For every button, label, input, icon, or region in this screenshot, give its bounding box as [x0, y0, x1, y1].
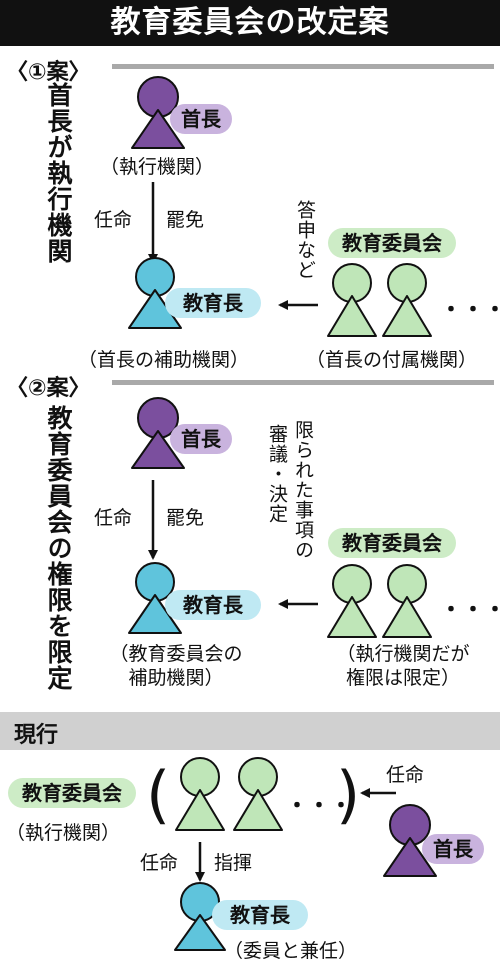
plan2-board-figure-1 [327, 564, 377, 638]
plan2-superintendent-sub-line1: （教育委員会の [109, 643, 243, 665]
current-mayor-appoint-label: 任命 [386, 764, 425, 786]
plan2-mayor-figure [131, 397, 185, 469]
plan2-ellipsis: ・・・ [440, 598, 500, 623]
plan2-board-figure-2 [382, 564, 432, 638]
plan2-dismiss-label: 罷免 [166, 507, 205, 529]
current-mayor-figure [383, 804, 437, 877]
plan2-board-sub: （執行機関だが 権限は限定） [318, 642, 488, 690]
plan1-board-label: 教育委員会 [328, 228, 456, 258]
plan1-ellipsis: ・・・ [440, 298, 500, 323]
plan1-superintendent-figure [128, 257, 182, 329]
plan2-relation-line1: 限られた事項の [292, 420, 314, 560]
current-paren-open: ( [146, 758, 171, 831]
current-mayor-label: 首長 [422, 834, 484, 864]
title-bar [0, 0, 500, 46]
current-direct-label: 指揮 [214, 852, 253, 874]
plan2-heading: 〈②案〉 [6, 376, 91, 401]
current-paren-close: ) [336, 758, 361, 831]
current-heading: 現行 [14, 723, 59, 748]
current-board-label: 教育委員会 [8, 778, 136, 808]
plan2-superintendent-figure [128, 562, 182, 634]
current-ellipsis: ・・・ [286, 794, 353, 819]
current-superintendent-sub: （委員と兼任） [224, 940, 358, 962]
current-superintendent-label: 教育長 [212, 900, 308, 930]
plan1-superintendent-label: 教育長 [165, 288, 261, 318]
plan1-board-figure-1 [327, 263, 377, 337]
plan1-side-label: 首長が執行機関 [44, 82, 73, 264]
plan1-relation-label: 答申など [294, 200, 316, 280]
current-board-sub: （執行機関） [6, 822, 121, 844]
current-board-figure-1 [175, 757, 225, 831]
plan2-side-label: 教育委員会の権限を限定 [44, 405, 73, 691]
plan2-relation-line2: 審議・決定 [266, 424, 288, 524]
plan2-mayor-label: 首長 [170, 424, 232, 454]
plan2-superintendent-label: 教育長 [165, 590, 261, 620]
page-title: 教育委員会の改定案 [110, 5, 390, 40]
plan2-superintendent-sub: （教育委員会の 補助機関） [92, 642, 260, 690]
plan2-board-sub-line2: 権限は限定） [345, 667, 460, 689]
plan1-mayor-sub: （執行機関） [100, 156, 215, 178]
plan1-appoint-label: 任命 [94, 209, 133, 231]
current-appoint-label: 任命 [140, 852, 179, 874]
plan1-superintendent-sub: （首長の補助機関） [78, 349, 250, 371]
plan2-superintendent-sub-line2: 補助機関） [128, 667, 224, 689]
plan2-appoint-label: 任命 [94, 507, 133, 529]
plan1-heading: 〈①案〉 [6, 60, 91, 85]
plan2-board-label: 教育委員会 [328, 528, 456, 558]
current-superintendent-figure [174, 882, 226, 951]
plan1-divider [112, 64, 494, 69]
plan1-board-figure-2 [382, 263, 432, 337]
plan2-board-sub-line1: （執行機関だが [336, 643, 470, 665]
plan1-dismiss-label: 罷免 [166, 209, 205, 231]
plan1-mayor-label: 首長 [170, 104, 232, 134]
plan1-board-sub: （首長の付属機関） [306, 349, 478, 371]
current-board-figure-2 [233, 757, 283, 831]
plan1-mayor-figure [131, 76, 185, 149]
current-heading-band [0, 712, 500, 750]
plan2-divider [112, 380, 494, 385]
